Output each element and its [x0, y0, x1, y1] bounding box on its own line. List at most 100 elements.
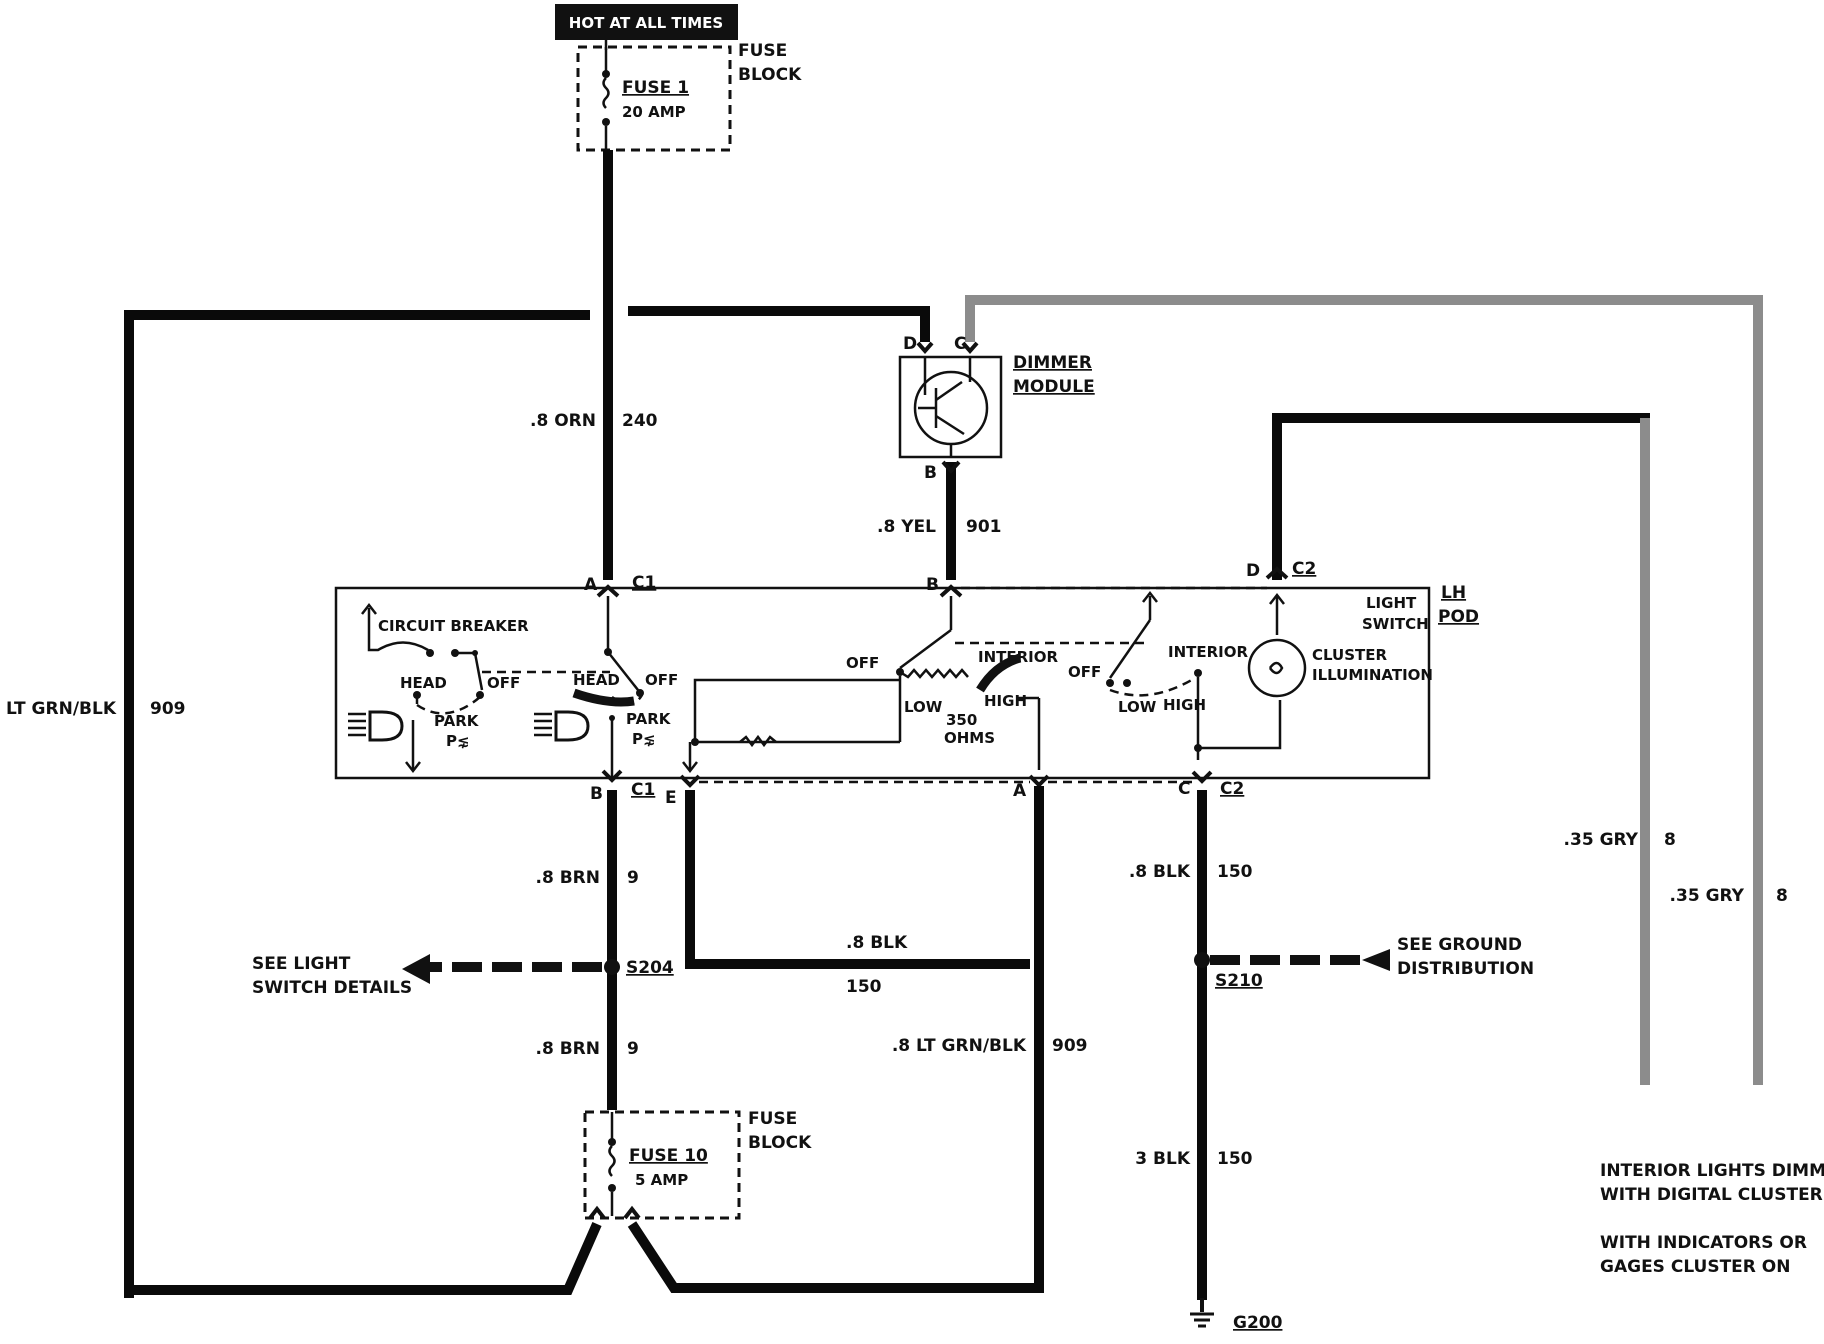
- light-switch-location-2: POD: [1438, 607, 1479, 627]
- svg-text:B: B: [590, 784, 603, 804]
- park-label-1: PARK: [434, 712, 480, 730]
- wire-901-gauge: .8 YEL: [877, 517, 936, 537]
- ground-ref-1: SEE GROUND: [1397, 935, 1522, 955]
- wire-150-mid-number: 150: [846, 977, 882, 997]
- svg-text:E: E: [665, 788, 677, 808]
- wire-909-top-right: [628, 306, 930, 342]
- ground-g200-label: G200: [1233, 1313, 1283, 1333]
- dimmer-title-1: DIMMER: [1013, 353, 1092, 373]
- interior-rheostat-section: OFF INTERIOR LOW HIGH 350 OHMS: [682, 596, 1145, 774]
- light-switch-title-1: LIGHT: [1366, 594, 1417, 612]
- note-1-line-2: WITH DIGITAL CLUSTER ON: [1600, 1185, 1824, 1205]
- wire-901-number: 901: [966, 517, 1002, 537]
- fuse-block-top: [576, 45, 732, 152]
- hot-label-box: [555, 4, 738, 40]
- dimmer-pin-b: B: [924, 463, 937, 483]
- high-label-2: HIGH: [1163, 696, 1206, 714]
- light-details-ref-1: SEE LIGHT: [252, 954, 351, 974]
- headlamp-label-1: HEAD: [400, 674, 447, 692]
- circuit-breaker-label: CIRCUIT BREAKER: [378, 617, 529, 635]
- hot-label: HOT AT ALL TIMES: [569, 14, 723, 32]
- headlamp-icon-2: [534, 710, 590, 742]
- connector-c2-d: D C2: [1246, 559, 1316, 581]
- wire-9-lower-gauge: .8 BRN: [536, 1039, 600, 1059]
- splice-s210: [1194, 952, 1210, 968]
- dimmer-pin-c: C: [954, 334, 966, 354]
- wire-909-mid-gauge: .8 LT GRN/BLK: [892, 1036, 1027, 1056]
- svg-text:C1: C1: [631, 780, 655, 800]
- wire-909-bottom-right: [627, 786, 1044, 1293]
- light-switch-box: [334, 586, 1431, 780]
- svg-text:D: D: [1246, 561, 1260, 581]
- splice-s204: [604, 959, 620, 975]
- wire-909-left-number: 909: [150, 699, 186, 719]
- fuse-block-top-title-1: FUSE: [738, 41, 787, 61]
- low-label-1: LOW: [904, 698, 943, 716]
- fuse-block-bottom: [583, 1110, 741, 1220]
- park-label-2: PARK: [626, 710, 672, 728]
- ground-ref-2: DISTRIBUTION: [1397, 959, 1534, 979]
- note-1-line-1: INTERIOR LIGHTS DIMMING:: [1600, 1161, 1824, 1181]
- cluster-switch-section: OFF INTERIOR LOW HIGH CLUSTER ILLUMINATI…: [1068, 590, 1433, 760]
- wire-909-mid-number: 909: [1052, 1036, 1088, 1056]
- wire-150-e: [685, 790, 1030, 969]
- circuit-breaker-section: CIRCUIT BREAKER HEAD OFF PARK P⋦: [348, 602, 610, 774]
- light-switch-title-2: SWITCH: [1362, 615, 1429, 633]
- fuse-block-top-title-2: BLOCK: [738, 65, 802, 85]
- resistance-unit: OHMS: [944, 729, 995, 747]
- wire-240-gauge: .8 ORN: [530, 411, 596, 431]
- splice-s204-label: S204: [626, 958, 674, 978]
- park-symbol-1: P⋦: [446, 732, 470, 750]
- wire-150-low-gauge: 3 BLK: [1135, 1149, 1191, 1169]
- connector-a-bottom: A: [1013, 774, 1050, 801]
- headlamp-switch-section: HEAD OFF PARK P⋦: [534, 596, 678, 778]
- transistor-legs: [918, 357, 972, 457]
- svg-text:B: B: [926, 575, 939, 595]
- high-label-1: HIGH: [984, 692, 1027, 710]
- fuse-1-rating: 20 AMP: [622, 103, 686, 121]
- connector-e: E: [665, 774, 701, 808]
- ground-icon: [1190, 1298, 1214, 1328]
- wire-gry-1-gauge: .35 GRY: [1564, 830, 1639, 850]
- svg-text:C: C: [1178, 779, 1190, 799]
- cluster-label-2: ILLUMINATION: [1312, 666, 1433, 684]
- wire-9-upper-gauge: .8 BRN: [536, 868, 600, 888]
- wire-150-mid-gauge: .8 BLK: [846, 933, 908, 953]
- fuse-10-name: FUSE 10: [629, 1146, 708, 1166]
- fuse-10-symbol: [608, 1112, 616, 1216]
- fuse-block-bottom-title-2: BLOCK: [748, 1133, 812, 1153]
- dimmer-title-2: MODULE: [1013, 377, 1095, 397]
- svg-text:C1: C1: [632, 573, 656, 593]
- fuse-10-rating: 5 AMP: [635, 1171, 688, 1189]
- connector-c2-c: C C2: [1178, 770, 1244, 799]
- connector-c1-b: B C1: [590, 769, 655, 804]
- svg-text:C2: C2: [1220, 779, 1244, 799]
- low-label-2: LOW: [1118, 698, 1157, 716]
- wire-909-top-left: [124, 310, 590, 1298]
- wire-gry-2-number: 8: [1776, 886, 1788, 906]
- interior-label-1: INTERIOR: [978, 648, 1058, 666]
- wire-909-left-gauge: .8 LT GRN/BLK: [0, 699, 117, 719]
- interior-label-2: INTERIOR: [1168, 643, 1248, 661]
- svg-text:A: A: [1013, 781, 1027, 801]
- wire-240-number: 240: [622, 411, 658, 431]
- light-switch-location-1: LH: [1441, 583, 1466, 603]
- wire-150-top-number: 150: [1217, 862, 1253, 882]
- dimmer-pin-d: D: [903, 334, 917, 354]
- wire-9-lower-number: 9: [627, 1039, 639, 1059]
- off-label-2: OFF: [645, 671, 678, 689]
- wire-gry-1-number: 8: [1664, 830, 1676, 850]
- fuse-1-name: FUSE 1: [622, 78, 689, 98]
- off-label-1: OFF: [487, 674, 520, 692]
- off-label-4: OFF: [1068, 663, 1101, 681]
- fuse-1-symbol: [602, 47, 610, 150]
- fuse-block-bottom-title-1: FUSE: [748, 1109, 797, 1129]
- svg-text:C2: C2: [1292, 559, 1316, 579]
- light-details-ref-2: SWITCH DETAILS: [252, 978, 412, 998]
- wire-gry-c2-d: [1272, 413, 1650, 580]
- wire-150-low-number: 150: [1217, 1149, 1253, 1169]
- off-label-3: OFF: [846, 654, 879, 672]
- cluster-label-1: CLUSTER: [1312, 646, 1387, 664]
- wire-gry-dimmer-c: [965, 295, 1763, 1085]
